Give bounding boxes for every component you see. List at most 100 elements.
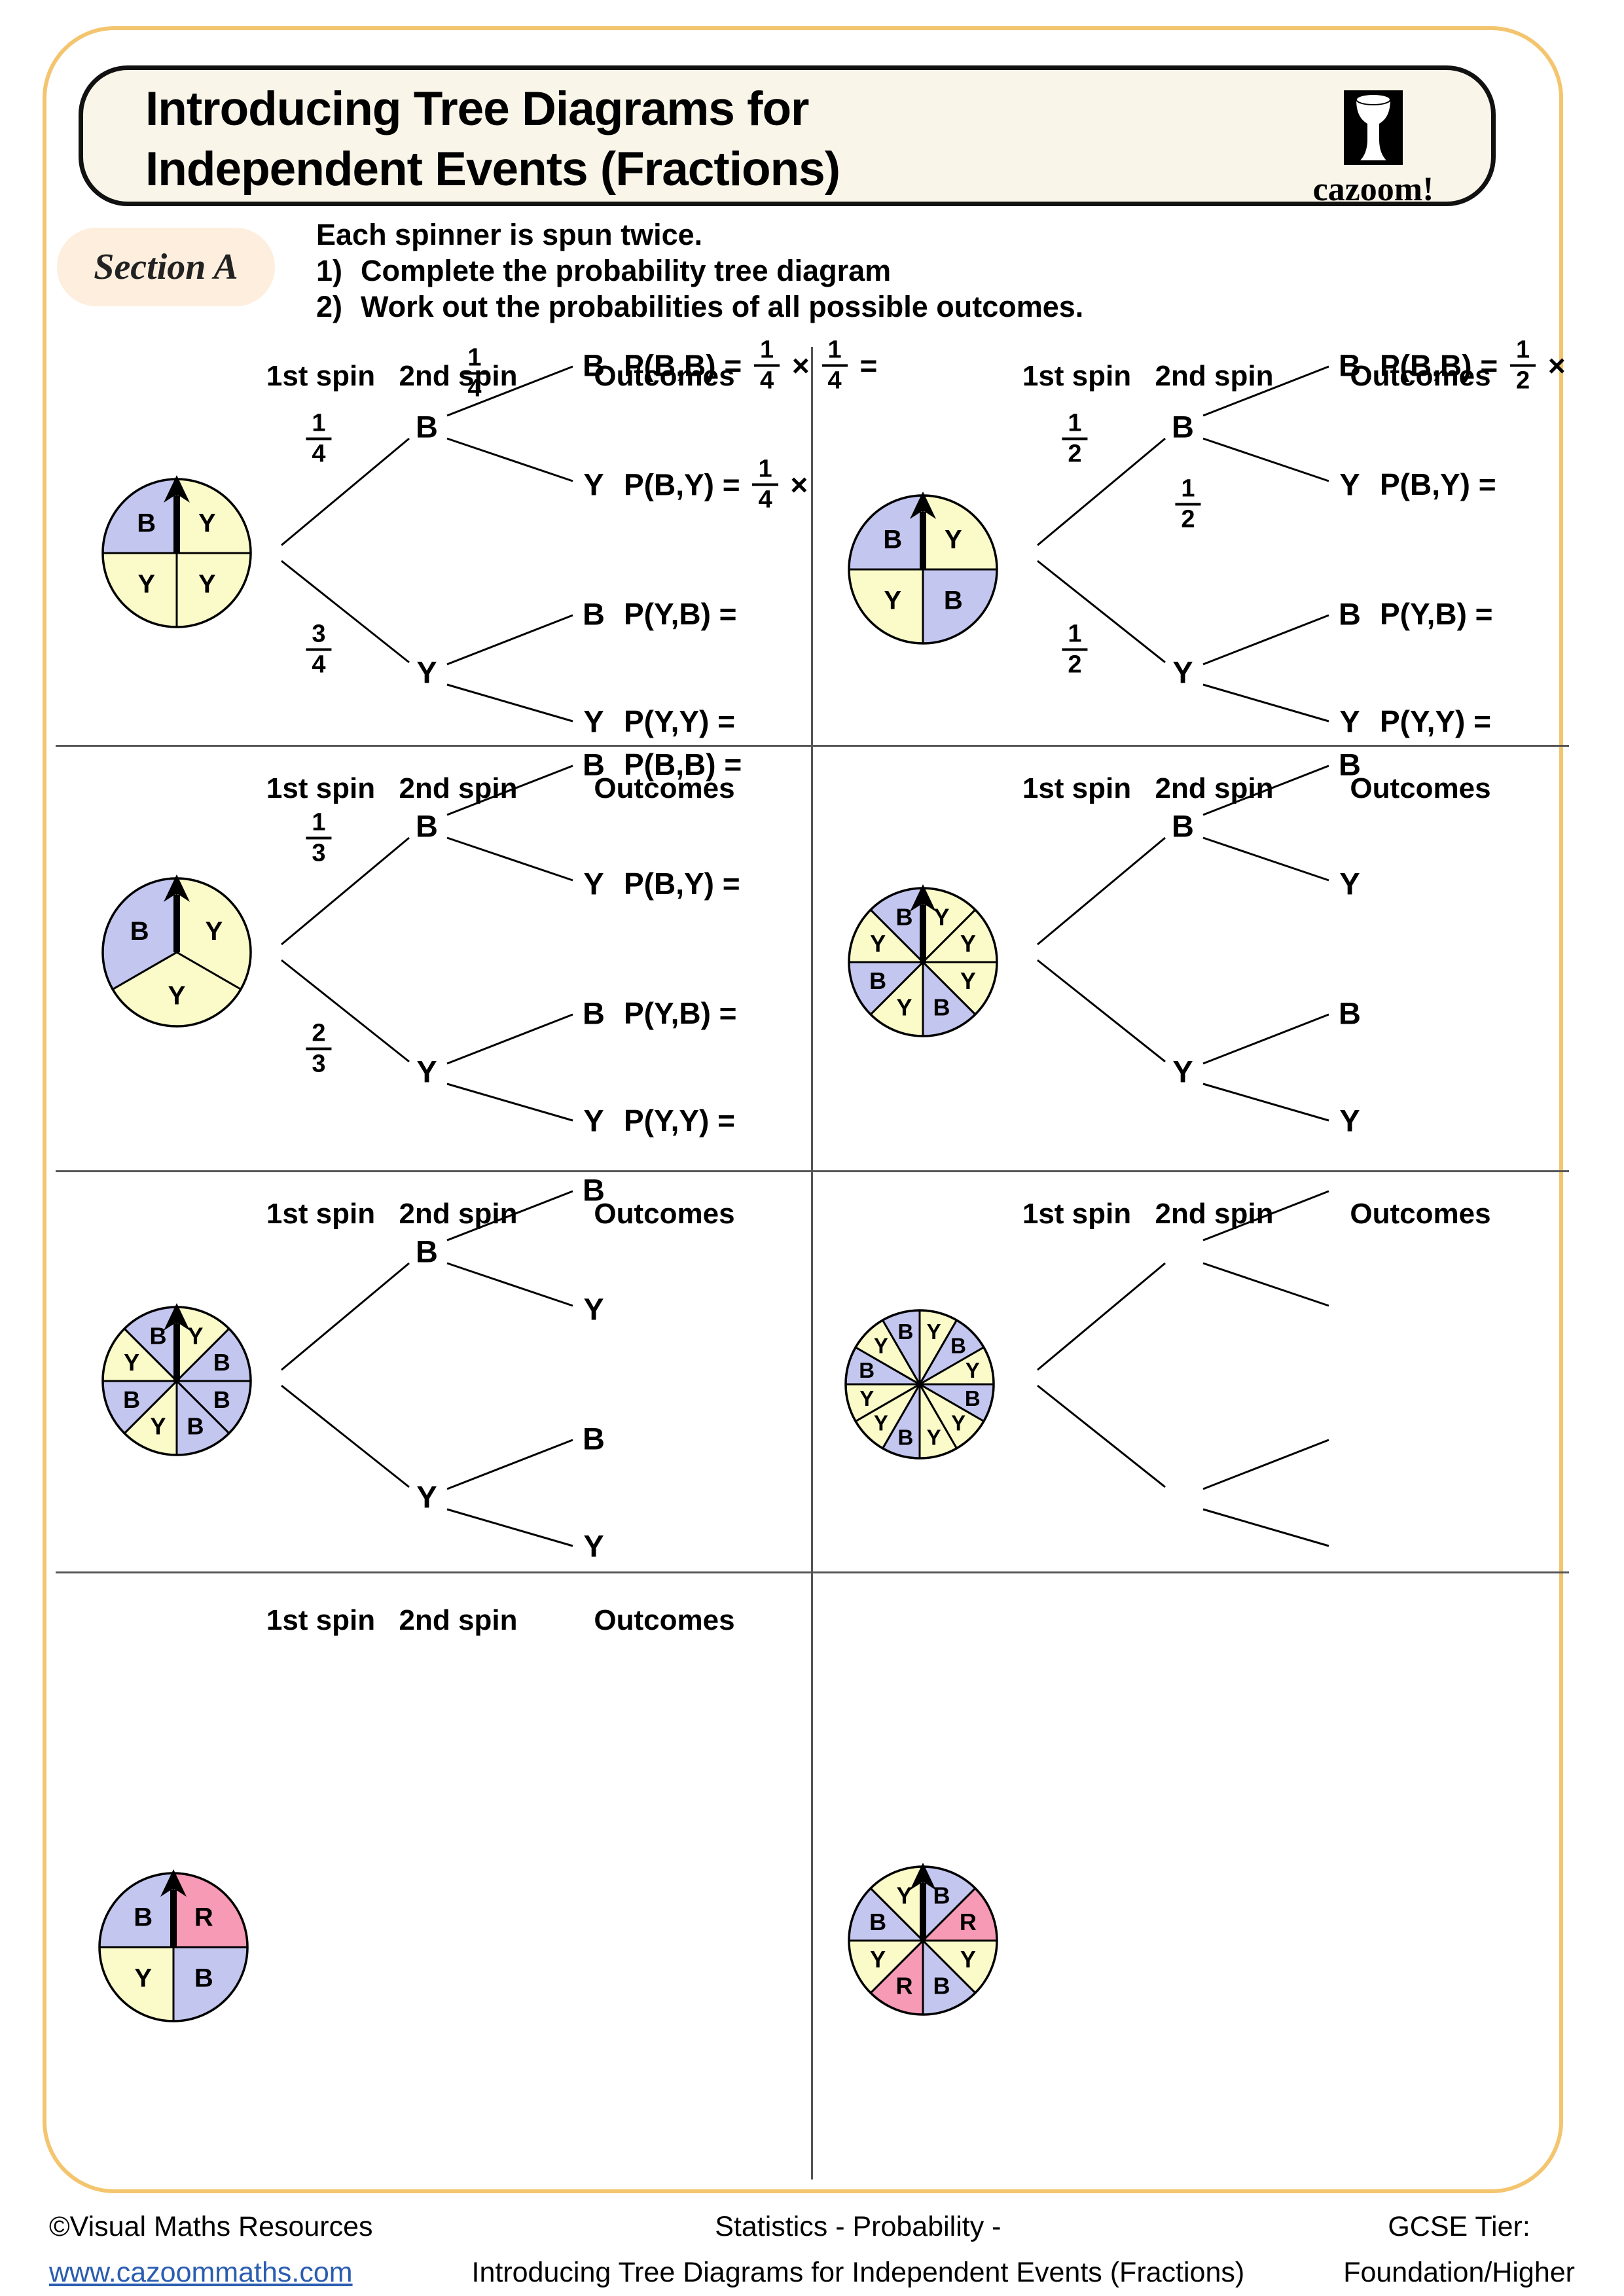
drum-icon: [1344, 90, 1403, 165]
column-header-outcomes: Outcomes: [594, 1604, 735, 1636]
branch-node-label: Y: [1172, 655, 1193, 690]
spinner-sector-label: Y: [137, 569, 155, 598]
spinner-sector-label: Y: [198, 569, 216, 598]
branch-node-label: Y: [416, 1054, 437, 1089]
spinner-sector-label: B: [944, 586, 963, 615]
title-line-2: Independent Events (Fractions): [145, 142, 840, 196]
column-header-second: 2nd spin: [399, 772, 518, 804]
section-a-badge: Section A: [57, 228, 275, 306]
outcome-expression: P(Y,Y) =: [624, 704, 736, 738]
tree-branches: [1037, 764, 1329, 1122]
column-header-second: 2nd spin: [1155, 1198, 1274, 1230]
column-header-second: 2nd spin: [399, 1198, 518, 1230]
branch-end-label: B: [583, 1172, 605, 1208]
spinner-sector-label: B: [859, 1358, 875, 1382]
spinner-arrow-icon: [910, 492, 936, 519]
branch-end-label: B: [583, 1421, 605, 1456]
branch-end-label: Y: [1339, 1103, 1360, 1138]
branch-node-label: Y: [416, 655, 437, 690]
branch-node-label: B: [416, 409, 438, 444]
column-header-second: 2nd spin: [1155, 772, 1274, 804]
spinner-sector-label: Y: [205, 917, 223, 946]
spinner: Y Y Y B: [101, 475, 252, 628]
branch-end-label: B: [1339, 996, 1361, 1031]
spinner-arrow-icon: [164, 1303, 190, 1331]
branch-end-label: B: [583, 996, 605, 1031]
branch-node-label: B: [1172, 409, 1194, 444]
spinner-sector-label: Y: [960, 930, 976, 957]
spinner-sector-label: B: [134, 1903, 153, 1932]
row-divider: [56, 745, 1569, 747]
branch-end-label: Y: [583, 1103, 604, 1138]
topic-label: Statistics - Probability -: [715, 2211, 1001, 2242]
spinner-arrow-icon: [160, 1869, 187, 1897]
spinner-sector-label: Y: [933, 904, 949, 931]
spinner-sector-label: Y: [150, 1413, 166, 1440]
spinner-sector-label: Y: [870, 930, 886, 957]
footer-center: Statistics - Probability - Introducing T…: [472, 2204, 1245, 2295]
tier-value: Foundation/Higher: [1343, 2256, 1575, 2288]
branch-end-label: B: [1339, 596, 1361, 632]
branch-end-label: B: [583, 348, 605, 383]
outcome-expression: P(Y,B) =: [624, 597, 737, 631]
tree-branches: [1037, 365, 1329, 723]
website-link[interactable]: www.cazoommaths.com: [49, 2256, 353, 2288]
section-label: Section A: [94, 247, 238, 287]
spinner-sector-label: Y: [198, 509, 216, 538]
branch-end-label: Y: [583, 866, 604, 901]
spinner-sector-label: Y: [896, 1882, 912, 1909]
spinner-sector-label: R: [194, 1903, 213, 1932]
instructions: Each spinner is spun twice. 1) Complete …: [316, 217, 1083, 325]
spinner-sector-label: Y: [187, 1323, 203, 1350]
spinner-arrow-icon: [910, 884, 936, 912]
column-header-first: 1st spin: [1022, 360, 1132, 392]
spinner-sector-label: Y: [960, 1946, 976, 1973]
spinner-sector-label: B: [130, 917, 149, 946]
outcome-expression: P(Y,B) =: [1380, 597, 1493, 631]
branch-end-label: B: [583, 596, 605, 632]
outcome-expression: P(B,B) =: [624, 747, 742, 781]
spinner-sector-label: B: [950, 1333, 966, 1357]
instruction-item: 1) Complete the probability tree diagram: [316, 253, 892, 287]
outcome-expression: P(Y,Y) =: [624, 1103, 736, 1138]
spinner-sector-label: Y: [965, 1358, 980, 1382]
branch-end-label: Y: [1339, 866, 1360, 901]
spinner-sector-label: B: [213, 1386, 230, 1413]
branch-end-label: Y: [583, 1528, 604, 1564]
spinner-sector-label: Y: [945, 526, 962, 554]
spinner-sector-label: R: [960, 1909, 977, 1935]
branch-node-label: B: [416, 1234, 438, 1269]
branch-end-label: Y: [583, 467, 604, 502]
spinner-sector-label: B: [883, 526, 902, 554]
spinner-sector-label: B: [194, 1964, 213, 1992]
spinner-sector-label: Y: [134, 1964, 152, 1992]
instructions-intro: Each spinner is spun twice.: [316, 218, 703, 251]
outcome-expression: P(Y,Y) =: [1380, 704, 1492, 738]
spinner-sector-label: Y: [884, 586, 901, 615]
spinner-sector-label: Y: [124, 1349, 139, 1376]
tree-branches: [281, 365, 573, 723]
title-box: Introducing Tree Diagrams for Independen…: [79, 65, 1496, 208]
spinner-sector-label: Y: [951, 1411, 965, 1435]
column-divider: [811, 347, 813, 2179]
spinner-sector-label: Y: [874, 1411, 888, 1435]
spinner: Y B Y B: [848, 492, 998, 645]
column-header-outcomes: Outcomes: [594, 772, 735, 804]
outcome-expression: P(B,Y) =: [624, 867, 740, 901]
spinner-sector-label: B: [137, 509, 156, 538]
column-header-first: 1st spin: [1022, 772, 1132, 804]
column-header-first: 1st spin: [266, 772, 376, 804]
